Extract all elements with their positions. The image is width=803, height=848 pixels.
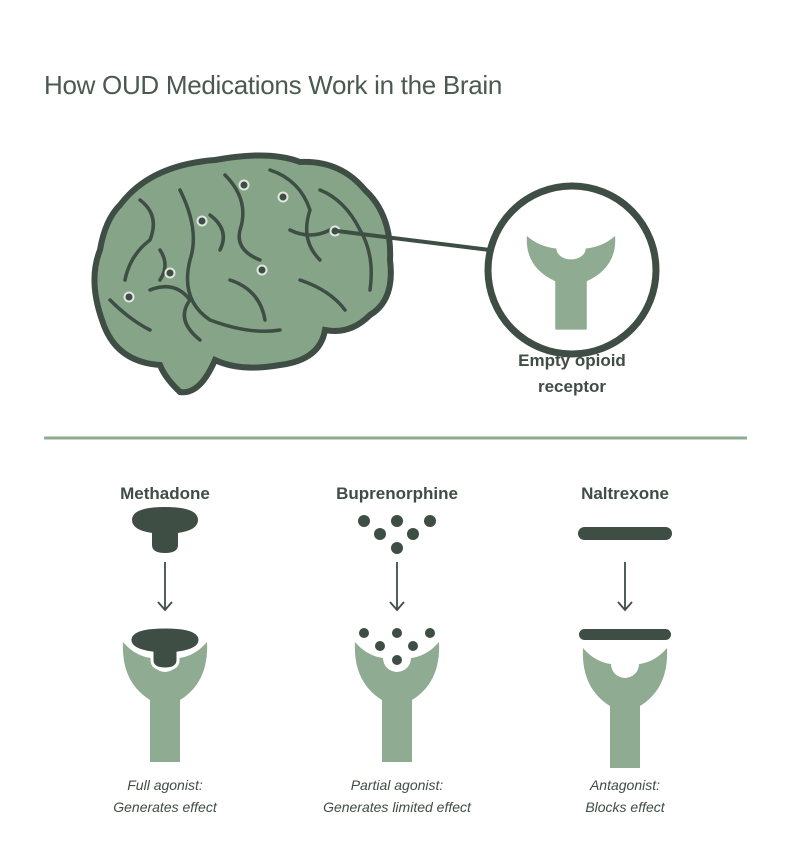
caption-line2: Blocks effect — [585, 799, 665, 815]
methadone-molecule-icon — [132, 507, 198, 553]
arrow-icon — [617, 562, 633, 612]
receptor-label-line2: receptor — [537, 377, 607, 396]
methadone-diagram — [122, 507, 208, 762]
caption-line1: Partial agonist: — [350, 777, 444, 793]
page-title: How OUD Medications Work in the Brain — [44, 70, 503, 100]
naltrexone-molecule-icon — [578, 527, 672, 540]
naltrexone-label: Naltrexone — [581, 484, 669, 503]
caption-line1: Antagonist: — [589, 777, 661, 793]
receptor-label-line1: Empty opioid — [518, 351, 626, 370]
buprenorphine-diagram — [354, 515, 440, 762]
caption-line2: Generates limited effect — [323, 799, 471, 815]
empty-receptor-label: Empty opioid receptor — [472, 348, 672, 400]
arrow-icon — [157, 562, 173, 612]
methadone-caption: Full agonist: Generates effect — [55, 774, 275, 818]
naltrexone-diagram — [577, 527, 673, 768]
caption-line1: Full agonist: — [127, 777, 203, 793]
naltrexone-caption: Antagonist: Blocks effect — [515, 774, 735, 818]
buprenorphine-molecules-icon — [358, 515, 436, 554]
buprenorphine-caption: Partial agonist: Generates limited effec… — [287, 774, 507, 818]
brain-illustration — [91, 152, 660, 396]
arrow-icon — [389, 562, 405, 612]
caption-line2: Generates effect — [113, 799, 217, 815]
buprenorphine-label: Buprenorphine — [336, 484, 458, 503]
methadone-label: Methadone — [120, 484, 210, 503]
